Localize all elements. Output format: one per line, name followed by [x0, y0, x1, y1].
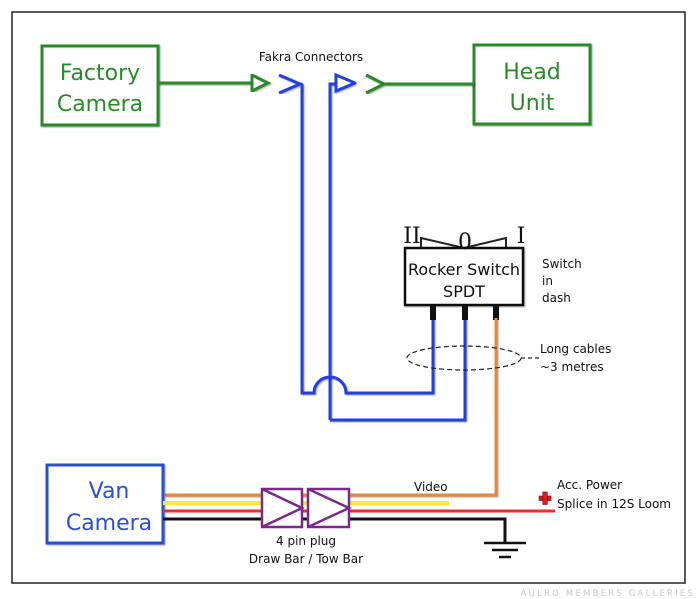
rocker-switch: [403, 236, 525, 307]
factory-camera-box: [40, 44, 160, 127]
head-unit-wire: [365, 73, 474, 95]
factory-camera-wire: [158, 72, 272, 94]
van-camera-label-2: Camera: [66, 511, 152, 536]
switch-note-line-3: dash: [542, 291, 571, 305]
factory-camera-label-2: Camera: [57, 92, 143, 117]
acc-power-label-2: Splice in 12S Loom: [557, 497, 671, 511]
head-unit-label-1: Head: [503, 60, 561, 85]
factory-camera-label-1: Factory: [60, 61, 140, 86]
fakra-connector-2-male: [328, 72, 359, 420]
rocker-switch-label-2: SPDT: [443, 282, 485, 301]
blue-wire-factory-camera-to-switch: [300, 84, 435, 395]
switch-pins: [430, 305, 499, 320]
fakra-connectors-label: Fakra Connectors: [259, 50, 363, 64]
blue-wire-head-unit-to-switch: [330, 318, 467, 422]
rocker-switch-label-1: Rocker Switch: [408, 260, 520, 279]
plug-label-2: Draw Bar / Tow Bar: [249, 552, 363, 566]
plus-icon: [538, 491, 552, 505]
switch-position-0: 0: [458, 230, 472, 255]
long-cables-label-1: Long cables: [540, 342, 611, 356]
head-unit-box: [472, 43, 592, 126]
plug-label-1: 4 pin plug: [276, 534, 336, 548]
switch-position-i: I: [517, 224, 526, 249]
head-unit-label-2: Unit: [510, 91, 555, 116]
ground-icon: [484, 541, 526, 559]
switch-note-line-2: in: [542, 274, 553, 288]
video-label: Video: [414, 480, 448, 494]
long-cables-label-2: ~3 metres: [540, 360, 604, 374]
acc-power-label-1: Acc. Power: [557, 478, 622, 492]
van-camera-label-1: Van: [89, 479, 130, 504]
switch-note-line-1: Switch: [542, 257, 582, 271]
gallery-watermark: AULRO MEMBERS GALLERIES: [521, 589, 695, 599]
switch-position-ii: II: [403, 224, 420, 249]
four-pin-plug: [260, 487, 352, 529]
